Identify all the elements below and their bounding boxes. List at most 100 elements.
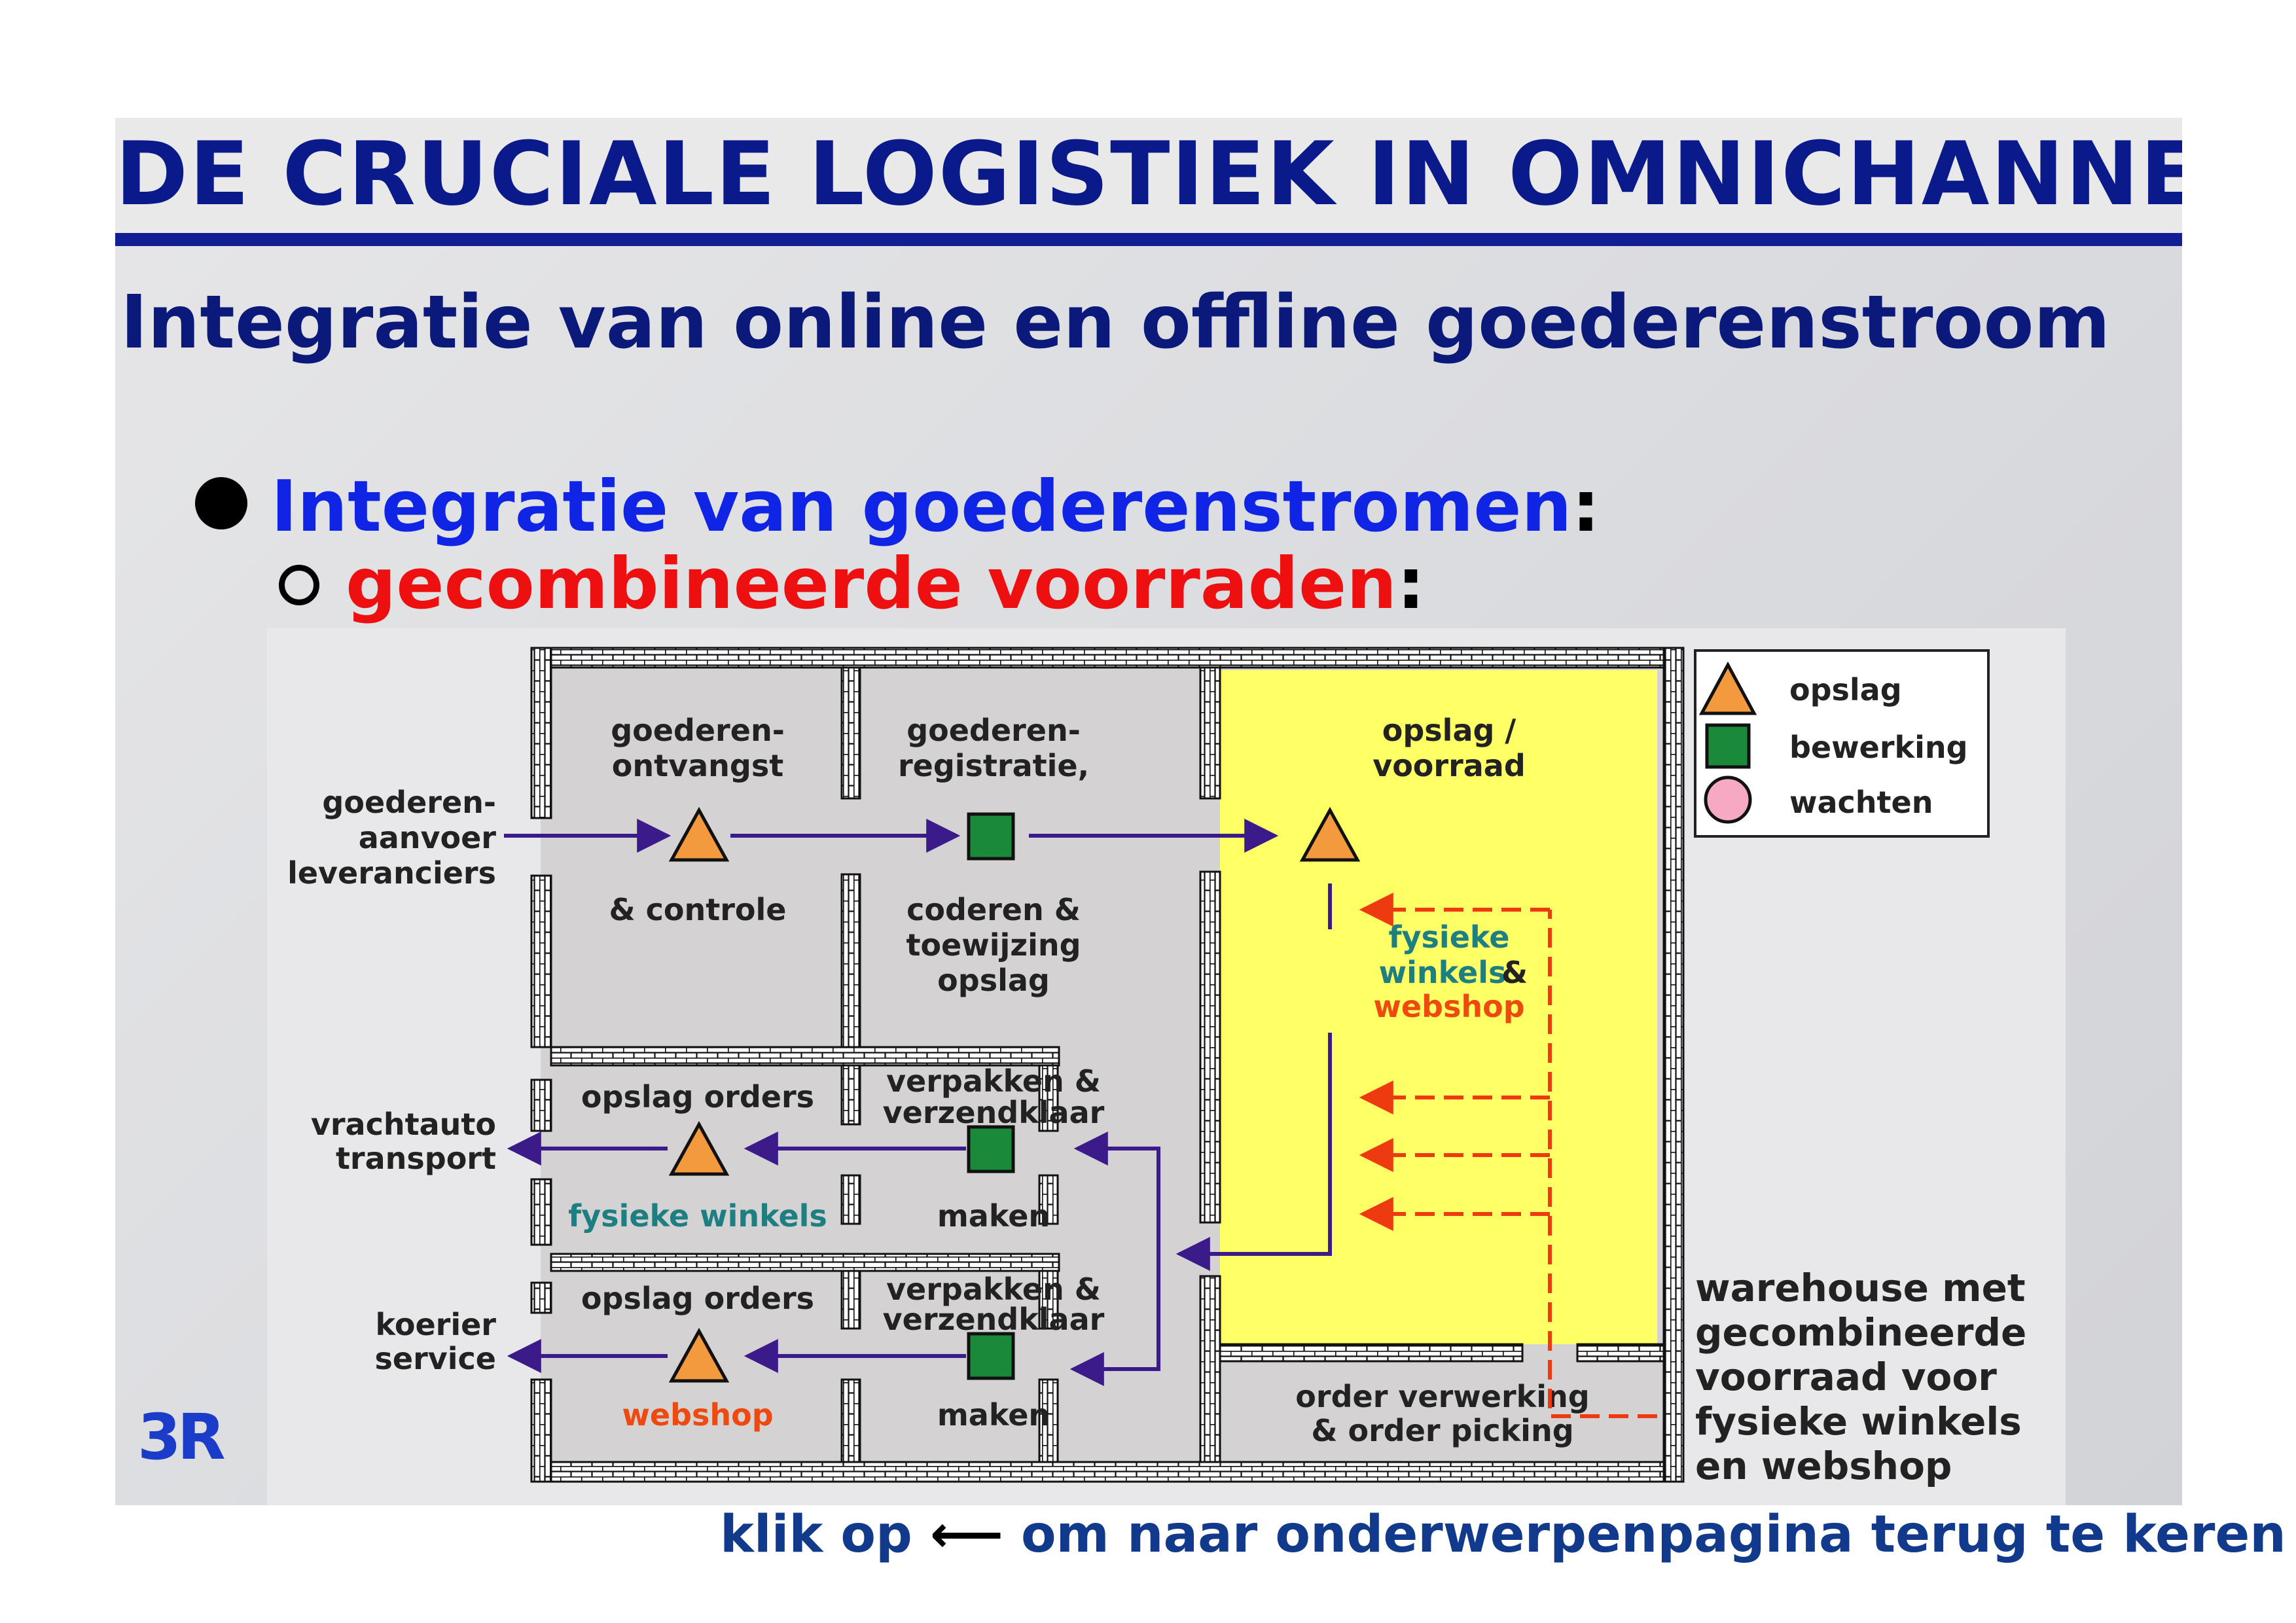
storage-label-1: opslag / (1382, 713, 1516, 748)
storage-label-4: winkels (1379, 955, 1507, 990)
receiving-label-2: ontvangst (612, 748, 783, 783)
truck-label-1: vrachtauto (311, 1107, 496, 1142)
pack2-label-1: verpakken & (886, 1272, 1101, 1307)
bullet-ring-icon (279, 565, 319, 605)
wall-left-3 (530, 1079, 552, 1132)
wall-left-1 (530, 647, 552, 819)
wall-storage-3 (1199, 1275, 1221, 1463)
wall-bottom (530, 1461, 1685, 1483)
wall-inner-2 (840, 873, 861, 1050)
wall-h-3 (1219, 1343, 1524, 1363)
orders2-label-1: opslag orders (581, 1281, 814, 1316)
wall-inner-6 (840, 1378, 861, 1463)
wall-inner-5 (840, 1268, 861, 1330)
wall-storage-1 (1199, 666, 1221, 800)
page-title: DE CRUCIALE LOGISTIEK IN OMNICHANNEL (115, 123, 2182, 225)
bullet-level-1: Integratie van goederenstromen: (195, 466, 1600, 548)
picking-dashed-trunk (1548, 910, 1657, 1418)
pack1-label-1: verpakken & (886, 1063, 1101, 1099)
receiving-triangle-icon (668, 806, 730, 862)
wall-inner-8 (1038, 1174, 1059, 1225)
pack2-square-icon (967, 1332, 1015, 1380)
truck-label-2: transport (336, 1141, 496, 1176)
page-subtitle: Integratie van online en offline goedere… (120, 280, 2111, 365)
wall-inner-7 (1038, 1064, 1059, 1132)
pack1-square-icon (967, 1125, 1015, 1173)
orders1-label-1: opslag orders (581, 1079, 814, 1115)
courier-label-1: koerier (376, 1307, 497, 1342)
pack2-label-3: maken (937, 1397, 1050, 1433)
header-band (115, 118, 2182, 233)
orders2-triangle-icon (668, 1327, 730, 1383)
wall-left-5 (530, 1281, 552, 1314)
pack1-label-3: maken (937, 1198, 1050, 1234)
orders2-label-2: webshop (622, 1397, 773, 1433)
pack1-label-2: verzendklaar (883, 1095, 1105, 1130)
diagram-panel: goederen- aanvoer leveranciers vrachtaut… (267, 628, 2066, 1505)
orders1-triangle-icon (668, 1120, 730, 1176)
supply-label-1: goederen- (322, 785, 496, 820)
orders1-label-2: fysieke winkels (568, 1198, 827, 1234)
slide: DE CRUCIALE LOGISTIEK IN OMNICHANNEL Int… (115, 118, 2182, 1505)
caption-line-1: warehouse met (1695, 1266, 2026, 1310)
footer-text-after: om naar onderwerpenpagina terug te keren (1020, 1505, 2286, 1564)
registration-label-2: registratie, (898, 748, 1089, 783)
storage-label-amp: & (1501, 955, 1528, 990)
registration-label-4: toewijzing (906, 927, 1081, 963)
warehouse-diagram: goederen- aanvoer leveranciers vrachtaut… (287, 647, 2026, 1488)
bullet-2-colon: : (1397, 543, 1426, 625)
wall-storage-2 (1199, 870, 1221, 1224)
legend-label-storage: opslag (1789, 672, 1902, 707)
legend-square-icon (1705, 723, 1751, 769)
back-link[interactable]: klik op ⟵ om naar onderwerpenpagina teru… (720, 1505, 2286, 1564)
storage-label-5: webshop (1373, 989, 1524, 1024)
registration-square-icon (967, 812, 1015, 861)
wall-h-4 (1576, 1343, 1665, 1363)
arrow-storage-to-packing (1175, 1033, 1332, 1271)
picking-label-2: & order picking (1311, 1413, 1573, 1448)
registration-label-5: opslag (937, 963, 1050, 998)
receiving-label-3: & controle (609, 892, 787, 927)
wall-top (530, 647, 1685, 669)
courier-label-2: service (375, 1341, 496, 1376)
legend-circle-icon (1704, 776, 1752, 824)
storage-label-3: fysieke (1389, 919, 1510, 955)
bullet-2-text: gecombineerde voorraden (346, 543, 1397, 625)
bullet-dot-icon (195, 477, 247, 529)
wall-h-1 (550, 1046, 1060, 1067)
back-arrow-icon[interactable]: ⟵ (929, 1505, 1003, 1564)
wall-inner-10 (1038, 1378, 1059, 1463)
wall-left-6 (530, 1378, 552, 1483)
legend-triangle-icon (1698, 661, 1757, 715)
title-rule (115, 233, 2182, 246)
bullet-1-text: Integratie van goederenstromen (271, 466, 1572, 548)
caption-line-2: gecombineerde (1695, 1310, 2026, 1355)
picking-label-1: order verwerking (1295, 1379, 1589, 1414)
storage-label-2: voorraad (1372, 748, 1526, 783)
footer-text-before: klik op (720, 1505, 912, 1564)
registration-label-3: coderen & (906, 892, 1081, 927)
legend-label-waiting: wachten (1789, 785, 1933, 820)
supply-label-2: aanvoer (359, 820, 497, 855)
wall-left-4 (530, 1178, 552, 1246)
receiving-label-1: goederen- (611, 713, 785, 748)
wall-h-2 (550, 1253, 1060, 1272)
storage-zone (1220, 670, 1657, 1344)
wall-inner-4 (840, 1174, 861, 1225)
caption-line-3: voorraad voor (1695, 1355, 1997, 1399)
wall-inner-1 (840, 666, 861, 800)
wall-left-2 (530, 874, 552, 1048)
logo-3r: 3R (137, 1400, 226, 1474)
storage-triangle-icon (1299, 806, 1361, 862)
caption-line-5: en webshop (1695, 1444, 1952, 1488)
legend-label-processing: bewerking (1789, 730, 1968, 765)
picking-room (1223, 1355, 1665, 1466)
pack2-label-2: verzendklaar (883, 1302, 1105, 1337)
wall-right (1662, 647, 1685, 1483)
caption-line-4: fysieke winkels (1695, 1399, 2022, 1444)
wall-inner-3 (840, 1064, 861, 1126)
registration-label-1: goederen- (906, 713, 1081, 748)
supply-label-3: leveranciers (287, 855, 496, 891)
bullet-level-2: gecombineerde voorraden: (279, 543, 1425, 625)
bullet-1-colon: : (1571, 466, 1600, 548)
